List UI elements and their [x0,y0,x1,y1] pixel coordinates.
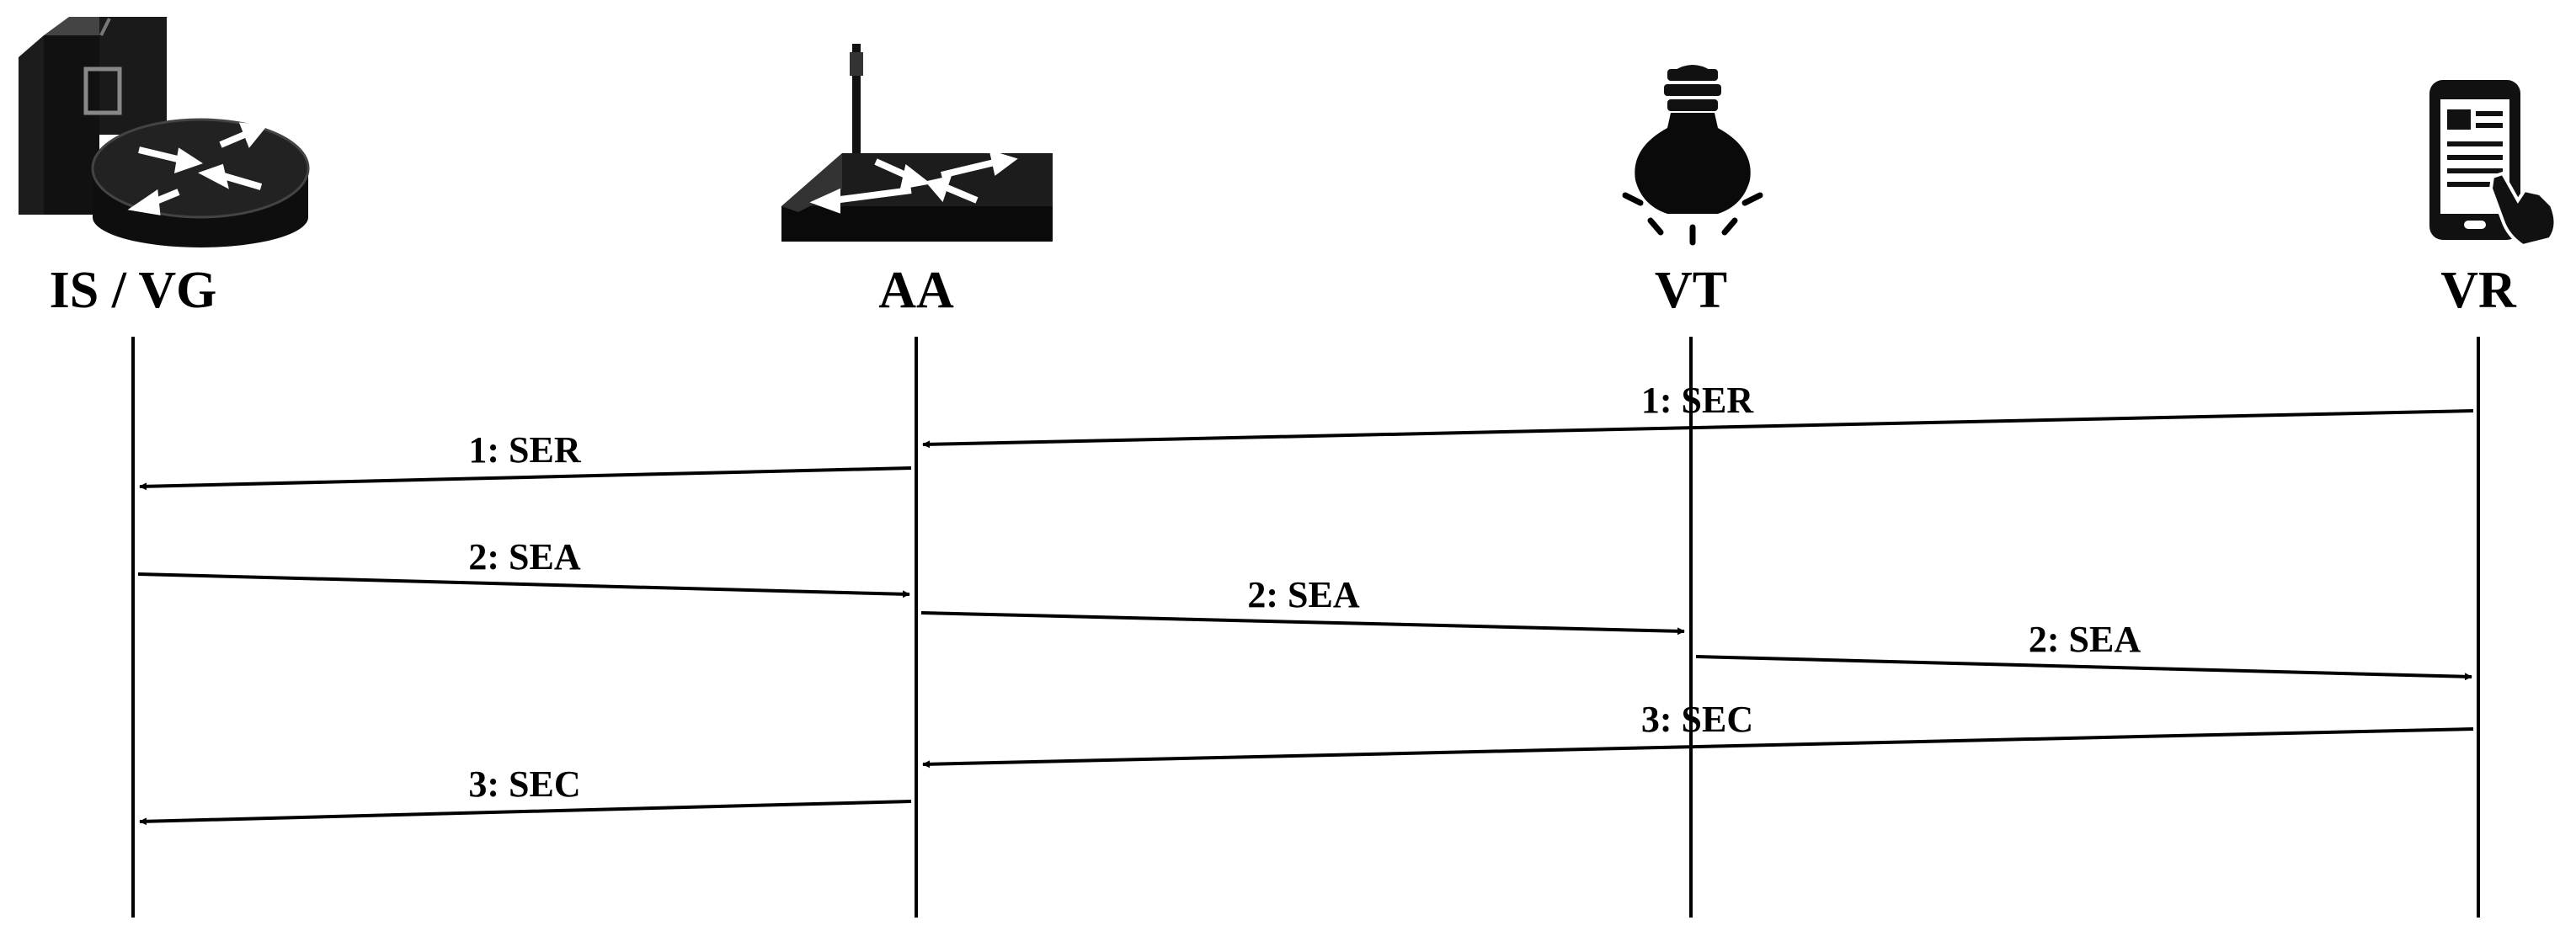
message-label-2: 1: SER [468,429,581,471]
message-arrow-5 [1695,655,2472,681]
server-router-icon [19,17,310,247]
message-label-3: 2: SEA [468,536,580,577]
message-arrow-2 [139,466,912,491]
message-label-5: 2: SEA [2029,619,2141,660]
message-arrow-6 [922,727,2474,769]
actor-label-aa: AA [878,262,954,319]
actor-label-vt: VT [1655,262,1727,319]
smartphone-touch-icon [2429,80,2557,248]
message-arrow-7 [139,800,912,826]
message-label-4: 2: SEA [1247,574,1359,615]
message-arrow-4 [920,611,1685,636]
message-arrow-1 [922,409,2474,449]
message-label-6: 3: SEC [1641,699,1753,740]
actor-label-vr: VR [2440,262,2517,319]
access-point-router-icon [781,44,1053,242]
message-label-1: 1: SER [1641,380,1754,421]
light-bulb-icon [1622,65,1763,246]
message-label-7: 3: SEC [468,763,580,805]
message-arrow-3 [137,572,910,598]
actor-label-is-vg: IS / VG [50,262,217,319]
